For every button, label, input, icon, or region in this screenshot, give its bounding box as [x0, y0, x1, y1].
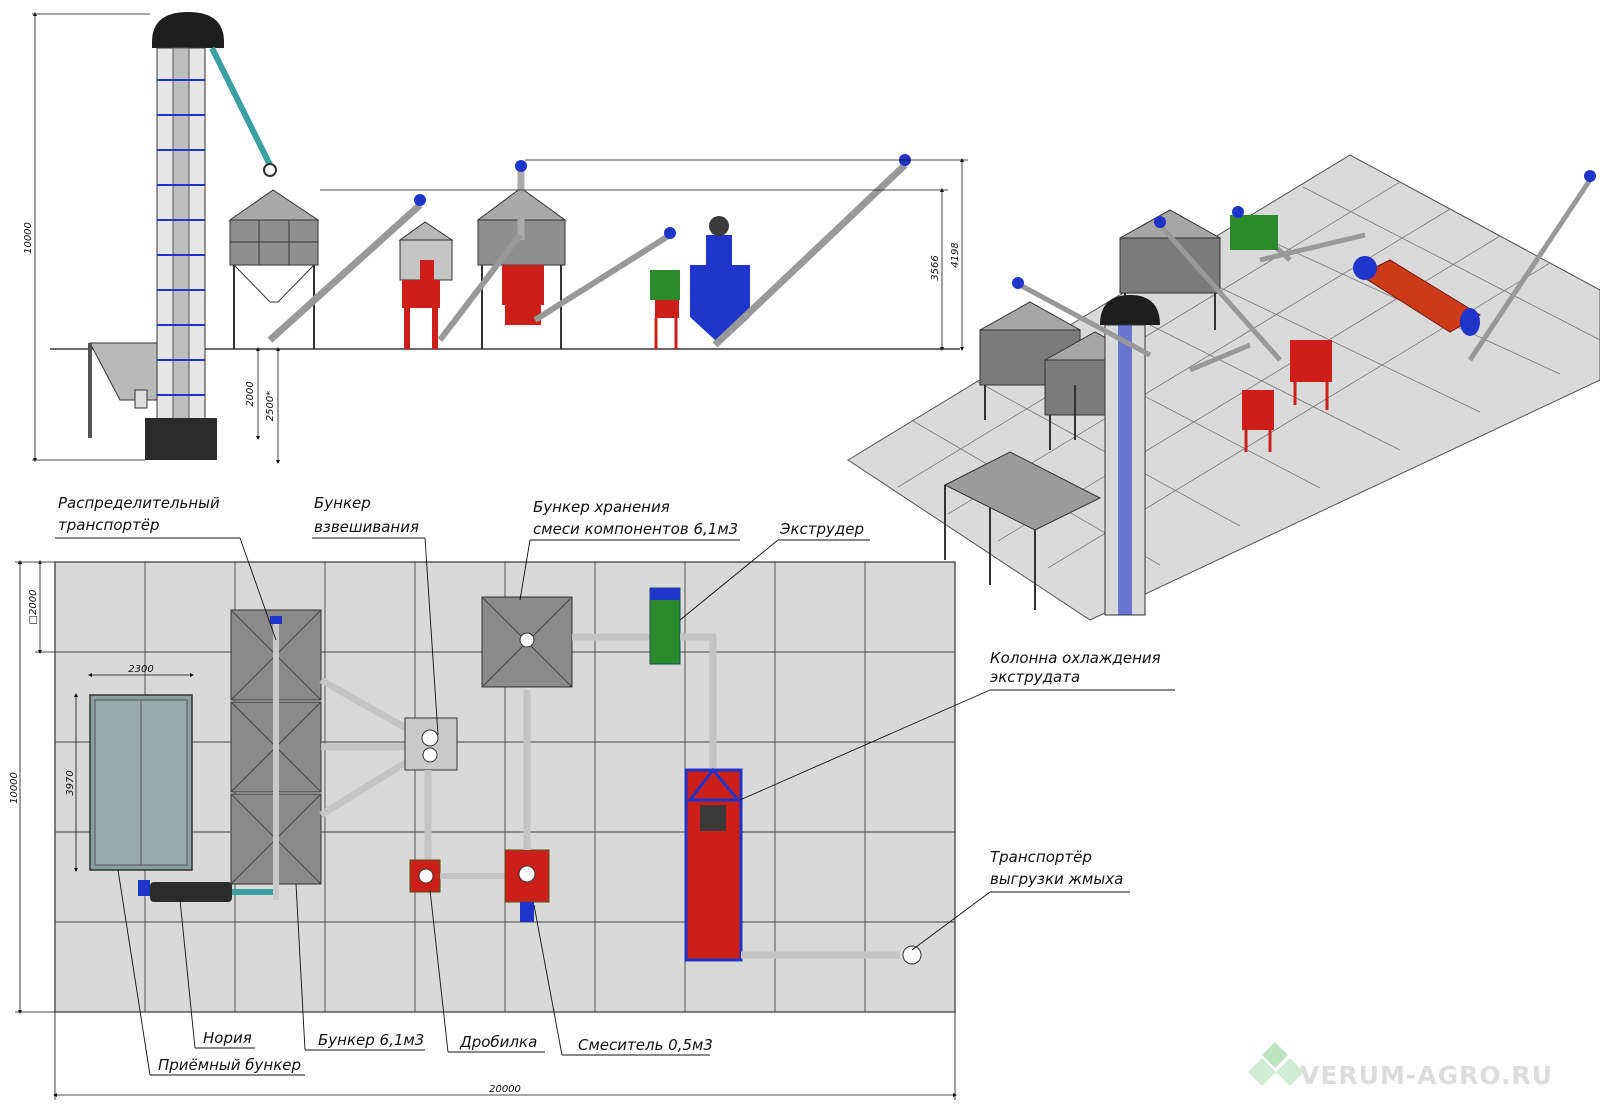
label-noria: Нория [203, 1029, 252, 1047]
label-mix-storage-2: смеси компонентов 6,1м3 [533, 520, 738, 538]
side-conveyor-2 [437, 227, 676, 342]
side-cake-conveyor [712, 154, 911, 348]
label-crusher: Дробилка [459, 1033, 537, 1051]
side-extruder [650, 270, 680, 349]
side-storage-hopper-1 [228, 189, 320, 349]
plan-mixer [504, 690, 550, 922]
callout-leaders [55, 537, 1175, 1076]
watermark-logo: VERUM-AGRO.RU [1248, 1042, 1553, 1090]
label-cooling-column-1: Колонна охлаждения [990, 649, 1161, 667]
label-weighing-hopper-2: взвешивания [314, 518, 419, 536]
plan-crusher [409, 859, 505, 893]
iso-extruder [1230, 215, 1278, 250]
label-cake-conveyor-2: выгрузки жмыха [990, 870, 1123, 888]
side-weighing-crusher [398, 221, 454, 349]
label-distribution-conveyor-1: Распределительный [58, 494, 220, 512]
plan-dimensions [15, 560, 957, 1100]
dim-plan-height: 10000 [9, 772, 20, 804]
iso-noria [1100, 295, 1160, 616]
plan-extruder [649, 587, 717, 768]
isometric-view [847, 154, 1600, 621]
dim-plan-width: 20000 [489, 1084, 521, 1095]
label-cake-conveyor-1: Транспортёр [990, 848, 1092, 866]
dim-height-a: 3566 [930, 255, 941, 280]
label-mixer: Смеситель 0,5м3 [578, 1036, 713, 1054]
side-storage-hopper-2-mixer [476, 160, 567, 349]
label-distribution-conveyor-2: транспортёр [58, 516, 160, 534]
label-mix-storage-1: Бункер хранения [533, 498, 670, 516]
callout-labels: Распределительный транспортёр Бункер взв… [58, 494, 1161, 1074]
iso-mixer [1290, 340, 1332, 410]
side-cooling-column [690, 216, 750, 340]
plan-mix-storage-hopper [481, 596, 660, 688]
plan-feed-conveyors [319, 676, 420, 818]
plan-weighing-hopper [404, 717, 458, 870]
plan-cooling-column [684, 767, 922, 965]
plan-receiving-hopper [89, 694, 193, 871]
dim-total-height: 10000 [23, 222, 34, 254]
label-receiving-hopper: Приёмный бункер [158, 1056, 301, 1074]
dim-pit-depth-b: 2500* [265, 391, 276, 421]
side-conveyor-1 [267, 194, 426, 343]
iso-floor [847, 154, 1600, 621]
label-cooling-column-2: экструдата [990, 668, 1080, 686]
iso-crusher [1242, 390, 1274, 452]
dim-height-b: 4198 [950, 242, 961, 267]
iso-cooling-column [1353, 256, 1481, 336]
dim-pit-depth: 2000 [245, 381, 256, 406]
plan-view: 20000 10000 □2000 2300 3970 [9, 560, 957, 1100]
plan-hoppers-6-1 [230, 609, 322, 900]
dim-hopper-width: 2300 [128, 664, 153, 675]
iso-receiving-hopper [943, 451, 1102, 610]
iso-conveyors [1018, 178, 1593, 373]
dim-hopper-length: 3970 [65, 770, 76, 795]
side-view: 10000 3566 4198 2000 2500* [23, 12, 968, 464]
dim-grid: □2000 [28, 590, 39, 625]
plan-noria [138, 880, 275, 902]
label-weighing-hopper-1: Бункер [314, 494, 371, 512]
label-hopper-6-1: Бункер 6,1м3 [318, 1031, 424, 1049]
side-dimensions [32, 12, 968, 464]
label-extruder: Экструдер [779, 520, 864, 538]
side-noria [145, 12, 277, 460]
watermark-text: VERUM-AGRO.RU [1300, 1061, 1553, 1090]
